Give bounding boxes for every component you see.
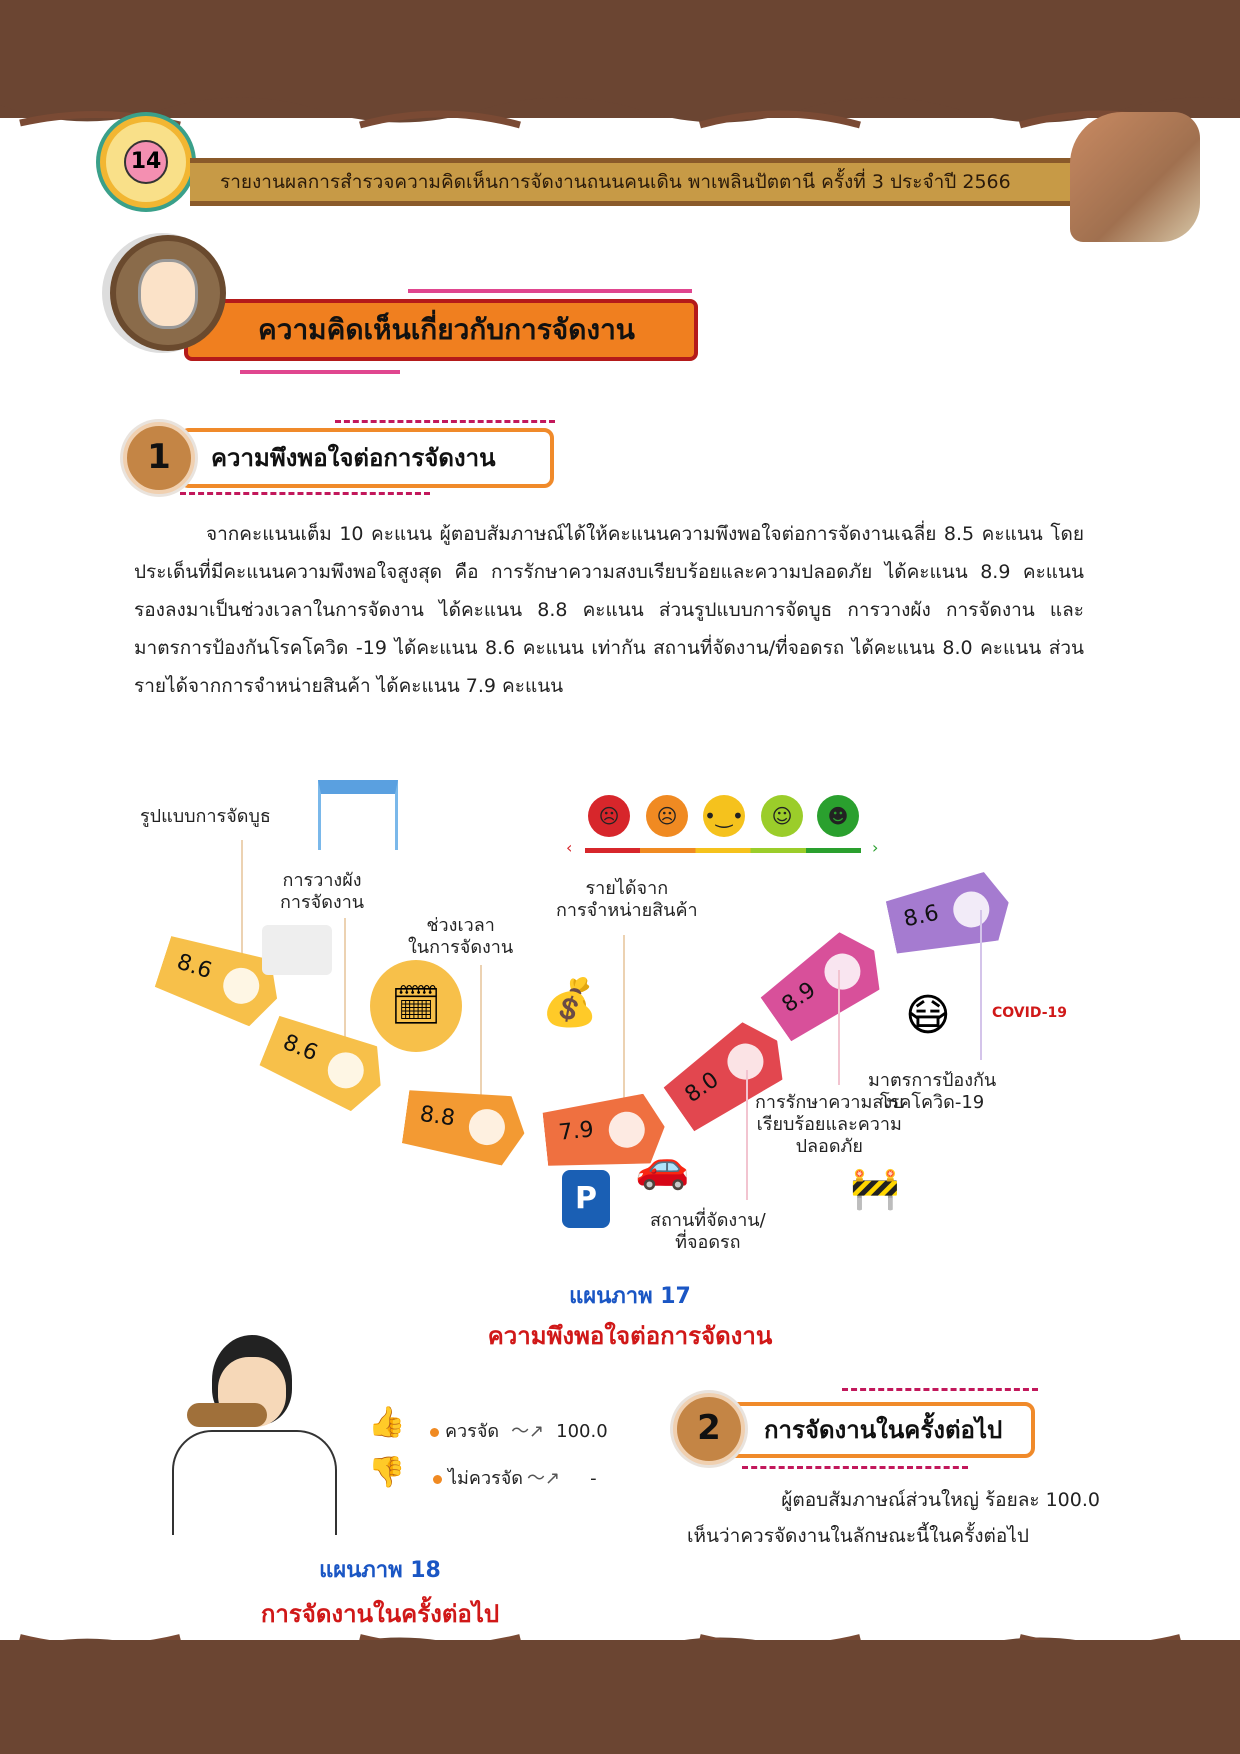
score-value: 8.8 — [418, 1101, 457, 1132]
weaving-woman-illustration — [1070, 112, 1200, 242]
safety-cones-worker-icon: 🚧 — [850, 1166, 900, 1212]
thumbs-up-icon: 👍 — [368, 1405, 406, 1440]
vote-should-hold: ควรจัด〜↗100.0 — [430, 1416, 608, 1445]
planning-map-icon — [262, 925, 332, 975]
score-value: 8.0 — [680, 1067, 724, 1108]
figure18-number: แผนภาพ 18 — [319, 1558, 441, 1583]
section1-paragraph: จากคะแนนเต็ม 10 คะแนน ผู้ตอบสัมภาษณ์ได้ใ… — [134, 523, 1084, 697]
parking-cars-icon: 🚗 — [635, 1141, 690, 1192]
arrow-line — [480, 965, 482, 1105]
arrow-line — [980, 910, 982, 1060]
score-value: 8.6 — [173, 949, 215, 985]
chevron-left-icon: ‹ — [566, 838, 573, 857]
page-number: 14 — [124, 140, 168, 184]
chevron-right-icon: › — [872, 838, 879, 857]
man-eating-meatballs-illustration — [152, 1335, 357, 1535]
title-accent-line — [240, 370, 400, 374]
item-label: ช่วงเวลาในการจัดงาน — [408, 915, 514, 958]
score-tag: 8.8 — [401, 1082, 530, 1168]
ferris-wheel-page-badge: 14 — [100, 116, 192, 208]
masked-person-icon: 😷 — [905, 990, 951, 1041]
arrow-line — [746, 1070, 748, 1200]
happy-face-icon: ☺ — [761, 795, 803, 837]
dashed-divider — [180, 492, 430, 495]
dashed-divider — [335, 420, 555, 423]
section2-title: การจัดงานในครั้งต่อไป — [722, 1402, 1035, 1458]
section1-number: 1 — [123, 422, 195, 494]
title-accent-line — [408, 289, 692, 293]
figure18-title: การจัดงานในครั้งต่อไป — [260, 1600, 500, 1628]
score-value: 8.9 — [777, 977, 821, 1018]
main-title: ความคิดเห็นเกี่ยวกับการจัดงาน — [184, 299, 698, 361]
score-tag: 8.9 — [756, 922, 894, 1048]
satisfaction-scale-bar — [585, 848, 861, 853]
money-bag-icon: 💰 — [541, 975, 599, 1029]
item-label: รายได้จากการจำหน่ายสินค้า — [556, 878, 698, 921]
section2-text-line2: เห็นว่าควรจัดงานในลักษณะนี้ในครั้งต่อไป — [687, 1525, 1029, 1547]
item-label: การวางผังการจัดงาน — [280, 870, 365, 913]
arrow-line — [623, 935, 625, 1105]
section2-number: 2 — [673, 1393, 745, 1465]
item-label: รูปแบบการจัดบูธ — [140, 806, 271, 827]
item-label: สถานที่จัดงาน/ที่จอดรถ — [650, 1210, 766, 1253]
calendar-clock-icon: 🗓 — [370, 960, 462, 1052]
very-happy-face-icon: ☻ — [817, 795, 859, 837]
covid-virus-icon: COVID-19 — [992, 1005, 1068, 1021]
score-value: 7.9 — [557, 1117, 595, 1146]
arrow-line — [344, 918, 346, 1078]
section1-title: ความพึงพอใจต่อการจัดงาน — [179, 428, 554, 488]
thumbs-down-icon: 👎 — [368, 1455, 406, 1490]
dashed-divider — [742, 1466, 968, 1469]
dashed-divider — [842, 1388, 1038, 1391]
item-label: มาตรการป้องกันโรคโควิด-19 — [868, 1070, 997, 1113]
top-wave-decoration — [0, 95, 1240, 129]
bottom-decorative-band — [0, 1640, 1240, 1754]
vote-should-not-hold: ไม่ควรจัด〜↗- — [433, 1463, 597, 1492]
very-unhappy-face-icon: ☹ — [588, 795, 630, 837]
figure17-number: แผนภาพ 17 — [569, 1284, 691, 1309]
score-tag: 8.6 — [884, 868, 1016, 961]
parking-sign-icon: P — [562, 1170, 610, 1228]
report-header-title: รายงานผลการสำรวจความคิดเห็นการจัดงานถนนค… — [190, 158, 1080, 206]
item-label: การรักษาความสงบเรียบร้อยและความปลอดภัย — [755, 1092, 904, 1157]
score-value: 8.6 — [279, 1030, 322, 1067]
arrow-line — [838, 970, 840, 1085]
unhappy-face-icon: ☹ — [646, 795, 688, 837]
figure17-title: ความพึงพอใจต่อการจัดงาน — [487, 1322, 773, 1350]
score-value: 8.6 — [901, 900, 941, 933]
vendor-avatar-icon — [110, 235, 226, 351]
booth-tent-icon — [318, 780, 398, 850]
neutral-face-icon: •‿• — [703, 795, 745, 837]
arrow-line — [241, 840, 243, 995]
section2-text-line1: ผู้ตอบสัมภาษณ์ส่วนใหญ่ ร้อยละ 100.0 — [781, 1489, 1100, 1511]
